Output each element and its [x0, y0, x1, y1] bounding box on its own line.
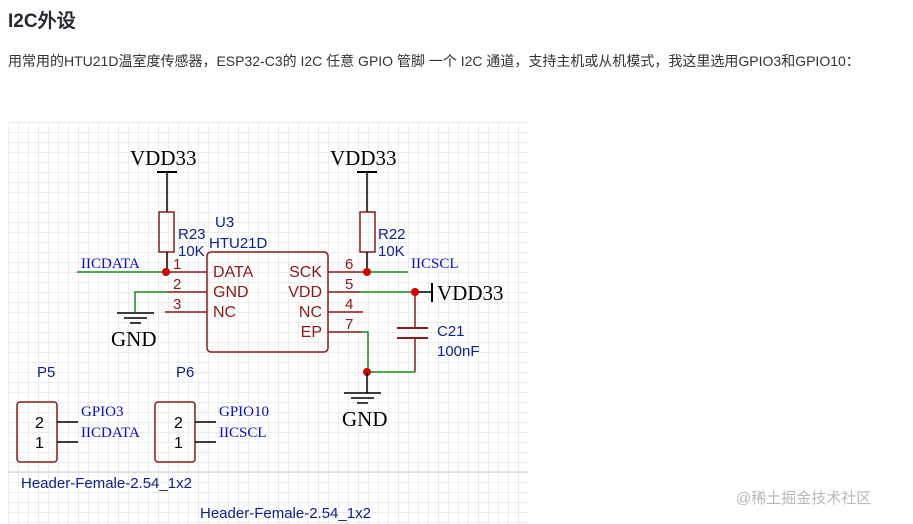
pin-name: DATA	[213, 264, 254, 281]
r22-value: 10K	[378, 243, 405, 260]
r23-ref: R23	[178, 226, 206, 243]
header-p5	[16, 401, 58, 463]
pin-number: 2	[173, 276, 181, 293]
pin-number: 2	[174, 415, 183, 432]
net-label-iicscl: IICSCL	[411, 256, 459, 272]
watermark: @稀土掘金技术社区	[736, 490, 872, 507]
pin-name: GND	[213, 284, 249, 301]
p6-ref: P6	[176, 364, 194, 381]
p5-footprint: Header-Female-2.54_1x2	[21, 475, 192, 492]
pin-number: 3	[173, 296, 181, 313]
gnd-label-right: GND	[342, 407, 388, 431]
net-label-gpio3: GPIO3	[81, 404, 124, 420]
pin-number: 4	[345, 296, 353, 313]
pin-name: EP	[301, 324, 322, 341]
net-label-iicscl: IICSCL	[219, 425, 267, 441]
pin-number: 7	[345, 316, 353, 333]
r23-value: 10K	[178, 243, 205, 260]
net-label-iicdata: IICDATA	[81, 425, 140, 441]
schematic-image	[8, 122, 528, 524]
p6-footprint: Header-Female-2.54_1x2	[200, 505, 371, 522]
pin-name: NC	[299, 304, 322, 321]
gnd-label-left: GND	[111, 327, 157, 351]
section-heading: I2C外设	[8, 11, 76, 32]
junction	[363, 268, 371, 276]
wire-gnd	[134, 291, 167, 312]
r22-ref: R22	[378, 226, 406, 243]
vdd33-label-right: VDD33	[330, 146, 397, 170]
vdd33-label-vdd: VDD33	[437, 281, 504, 305]
htu21d-chip	[206, 251, 329, 353]
header-p6	[154, 401, 196, 463]
net-label-gpio10: GPIO10	[219, 404, 269, 420]
vdd33-label-left: VDD33	[130, 146, 197, 170]
wire-gnd	[362, 331, 415, 373]
u3-ref: U3	[215, 214, 234, 231]
pin-name: NC	[213, 304, 236, 321]
pin-number: 1	[173, 256, 181, 273]
c21-ref: C21	[437, 323, 465, 340]
pin-name: SCK	[289, 264, 322, 281]
resistor-r22	[359, 211, 376, 253]
u3-part: HTU21D	[209, 235, 268, 252]
pin-number: 6	[345, 256, 353, 273]
junction	[162, 268, 170, 276]
resistor-r23	[158, 211, 175, 253]
pin-number: 2	[35, 415, 44, 432]
c21-value: 100nF	[437, 343, 480, 360]
junction	[411, 288, 419, 296]
paragraph: 用常用的HTU21D温室度传感器，ESP32-C3的 I2C 任意 GPIO 管…	[8, 53, 860, 69]
pin-name: VDD	[288, 284, 322, 301]
pin-number: 1	[174, 435, 183, 452]
net-label-iicdata: IICDATA	[81, 256, 140, 272]
p5-ref: P5	[37, 364, 55, 381]
pin-number: 5	[345, 276, 353, 293]
pin-number: 1	[35, 435, 44, 452]
